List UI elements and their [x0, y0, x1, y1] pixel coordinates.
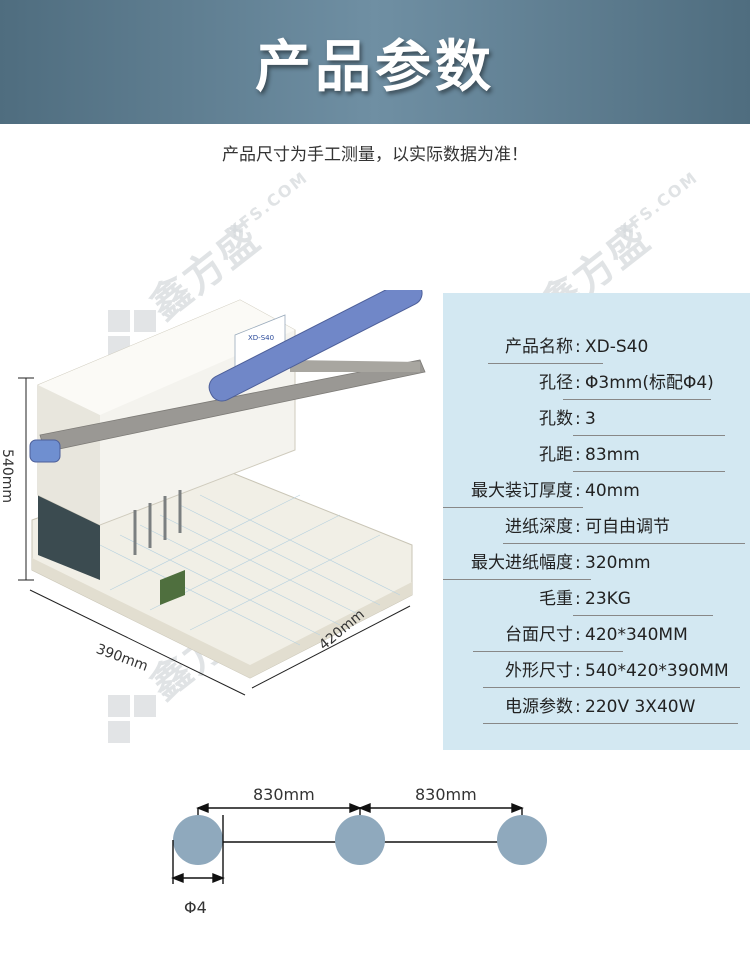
spec-label: 产品名称 — [505, 337, 573, 357]
spec-label: 最大装订厚度 — [471, 481, 573, 501]
spec-value: 可自由调节 — [585, 517, 670, 537]
hole-spacing-label-1: 830mm — [253, 785, 315, 804]
spec-row: 电源参数:220V 3X40W — [443, 689, 750, 725]
spec-label: 孔距 — [539, 445, 573, 465]
spec-underline — [503, 543, 745, 544]
spec-value: 220V 3X40W — [585, 697, 696, 717]
spec-label: 进纸深度 — [505, 517, 573, 537]
page-title: 产品参数 — [255, 35, 495, 100]
diameter-marker — [171, 815, 225, 884]
spec-value: 23KG — [585, 589, 631, 609]
hole-spacing-label-2: 830mm — [415, 785, 477, 804]
punch-machine-illustration: XD-S40 — [18, 290, 426, 696]
spec-row: 孔距:83mm — [443, 437, 750, 473]
watermark-site: XFS.COM — [614, 167, 702, 242]
spec-row: 产品名称:XD-S40 — [443, 329, 750, 365]
label-model: XD-S40 — [248, 334, 274, 342]
spec-colon: : — [575, 517, 581, 537]
base-grid — [99, 494, 401, 646]
spec-colon: : — [575, 661, 581, 681]
spec-value: XD-S40 — [585, 337, 649, 357]
dimension-lines — [18, 377, 411, 696]
hole-circle — [497, 815, 547, 865]
spec-row: 外形尺寸:540*420*390MM — [443, 653, 750, 689]
spec-label: 台面尺寸 — [505, 625, 573, 645]
lever-cap — [29, 439, 61, 463]
spec-row: 台面尺寸:420*340MM — [443, 617, 750, 653]
spec-underline — [488, 363, 603, 364]
hole-diameter-label: Φ4 — [184, 898, 207, 917]
spec-underline — [473, 651, 623, 652]
spec-value: 540*420*390MM — [585, 661, 729, 681]
spec-row: 进纸深度:可自由调节 — [443, 509, 750, 545]
spec-colon: : — [575, 445, 581, 465]
machine-body-front — [38, 385, 100, 525]
watermark-logo-icon — [108, 695, 158, 745]
spec-row: 孔径:Φ3mm(标配Φ4) — [443, 365, 750, 401]
watermark-logo-icon — [108, 310, 158, 360]
lever-handle — [208, 290, 423, 402]
spec-underline — [573, 615, 713, 616]
spec-value: 3 — [585, 409, 596, 429]
lever-rod-top — [290, 360, 420, 372]
spec-colon: : — [575, 553, 581, 573]
spec-colon: : — [575, 625, 581, 645]
spec-underline — [443, 579, 591, 580]
spec-label: 毛重 — [539, 589, 573, 609]
spec-label: 孔数 — [539, 409, 573, 429]
hole-circle — [335, 815, 385, 865]
spec-value: Φ3mm(标配Φ4) — [585, 373, 714, 393]
spec-underline — [573, 435, 725, 436]
spec-value: 420*340MM — [585, 625, 688, 645]
spec-underline — [563, 399, 711, 400]
spec-value: 40mm — [585, 481, 640, 501]
spec-underline — [573, 471, 725, 472]
spec-label: 外形尺寸 — [505, 661, 573, 681]
spec-label: 最大进纸幅度 — [471, 553, 573, 573]
base-edge — [32, 558, 412, 678]
punch-pins — [133, 490, 182, 555]
spec-row: 最大进纸幅度:320mm — [443, 545, 750, 581]
height-dimension-label: 540mm — [0, 449, 15, 503]
spec-underline — [483, 687, 740, 688]
header-banner: 产品参数 — [0, 0, 750, 124]
spec-row: 最大装订厚度:40mm — [443, 473, 750, 509]
spec-colon: : — [575, 589, 581, 609]
spec-value: 320mm — [585, 553, 651, 573]
spec-label: 电源参数 — [505, 697, 573, 717]
spec-colon: : — [575, 697, 581, 717]
hole-spacing-diagram — [171, 802, 547, 884]
spec-row: 毛重:23KG — [443, 581, 750, 617]
watermark-top-left: 鑫方盛 XFS.COM — [100, 167, 312, 360]
spec-label: 孔径 — [539, 373, 573, 393]
machine-body-top — [38, 300, 295, 415]
spec-underline — [483, 723, 738, 724]
watermark-bottom-left: 鑫方盛 — [100, 590, 300, 750]
spec-underline — [443, 507, 583, 508]
spec-colon: : — [575, 481, 581, 501]
spec-value: 83mm — [585, 445, 640, 465]
paper-guide — [160, 570, 185, 605]
measurement-note: 产品尺寸为手工测量，以实际数据为准！ — [222, 145, 528, 165]
spec-colon: : — [575, 409, 581, 429]
hole-circle — [173, 815, 223, 865]
spec-colon: : — [575, 337, 581, 357]
spec-colon: : — [575, 373, 581, 393]
watermark-site: XFS.COM — [224, 167, 312, 242]
spec-row: 孔数:3 — [443, 401, 750, 437]
